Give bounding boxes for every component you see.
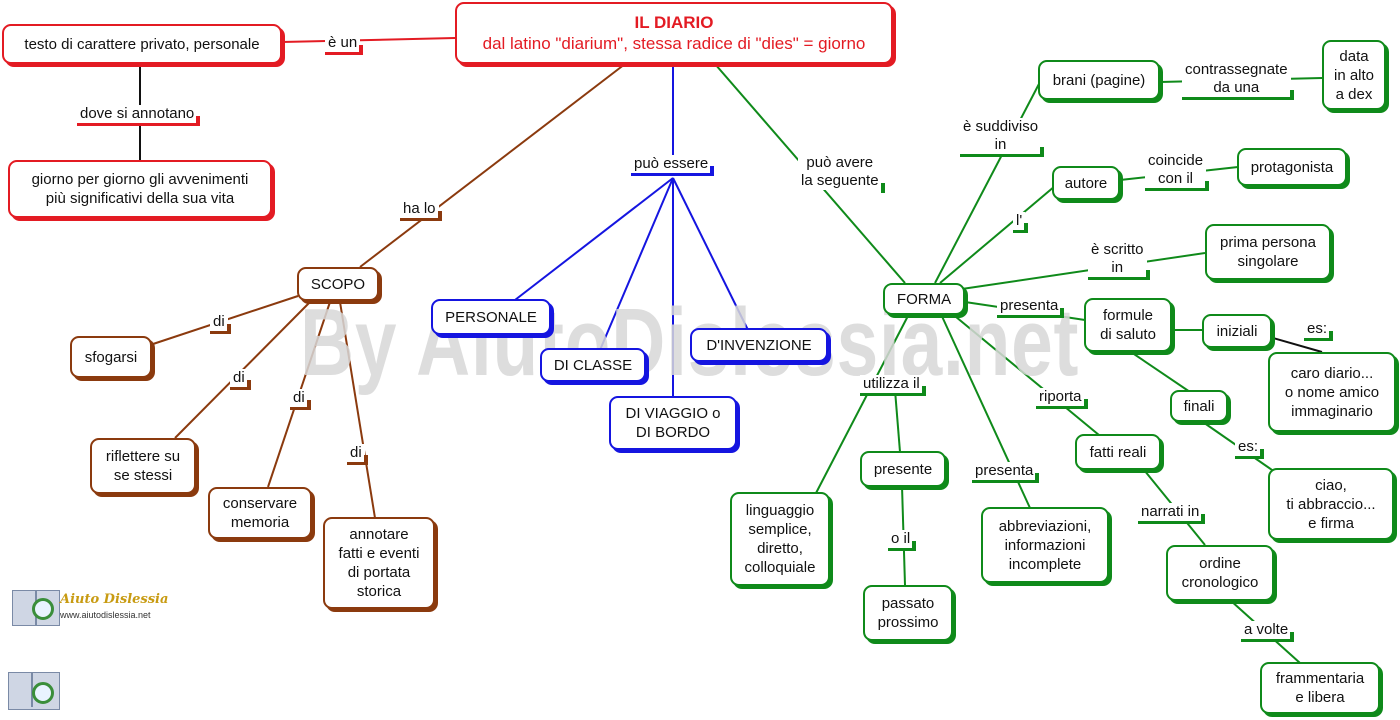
- node-passato[interactable]: passato prossimo: [863, 585, 953, 641]
- node-di-classe[interactable]: DI CLASSE: [540, 348, 646, 382]
- link-es-finali: es:: [1235, 438, 1265, 459]
- link-contrassegnate: contrassegnate da una: [1182, 61, 1294, 100]
- node-brani[interactable]: brani (pagine): [1038, 60, 1160, 100]
- node-riflettere[interactable]: riflettere su se stessi: [90, 438, 196, 494]
- node-testo[interactable]: testo di carattere privato, personale: [2, 24, 282, 64]
- node-data[interactable]: data in alto a dex: [1322, 40, 1386, 110]
- node-linguaggio[interactable]: linguaggio semplice, diretto, colloquial…: [730, 492, 830, 586]
- node-scopo[interactable]: SCOPO: [297, 267, 379, 301]
- magnifier-icon: [32, 682, 54, 704]
- node-fatti-reali[interactable]: fatti reali: [1075, 434, 1161, 470]
- link-presenta-formule: presenta: [997, 297, 1065, 318]
- node-frammentaria[interactable]: frammentaria e libera: [1260, 662, 1380, 714]
- link-riporta: riporta: [1036, 388, 1088, 409]
- node-forma[interactable]: FORMA: [883, 283, 965, 315]
- aiutodislessia-logo-small: [6, 668, 66, 712]
- magnifier-icon: [32, 598, 54, 620]
- title-node[interactable]: IL DIARIO dal latino "diarium", stessa r…: [455, 2, 893, 64]
- node-invenzione[interactable]: D'INVENZIONE: [690, 328, 828, 362]
- node-prima-persona[interactable]: prima persona singolare: [1205, 224, 1331, 280]
- node-giorno[interactable]: giorno per giorno gli avvenimenti più si…: [8, 160, 272, 218]
- node-ciao[interactable]: ciao, ti abbraccio... e firma: [1268, 468, 1394, 540]
- link-e-un: è un: [325, 34, 364, 55]
- node-autore[interactable]: autore: [1052, 166, 1120, 200]
- node-caro-diario[interactable]: caro diario... o nome amico immaginario: [1268, 352, 1396, 432]
- link-e-suddiviso: è suddiviso in: [960, 118, 1045, 157]
- node-presente[interactable]: presente: [860, 451, 946, 487]
- link-puo-avere: può avere la seguente: [798, 154, 885, 193]
- link-o-il: o il: [888, 530, 917, 551]
- link-di-riflettere: di: [230, 369, 251, 390]
- node-di-viaggio[interactable]: DI VIAGGIO o DI BORDO: [609, 396, 737, 450]
- link-presenta-abbreviazioni: presenta: [972, 462, 1040, 483]
- link-di-annotare: di: [347, 444, 368, 465]
- node-protagonista[interactable]: protagonista: [1237, 148, 1347, 186]
- node-annotare[interactable]: annotare fatti e eventi di portata stori…: [323, 517, 435, 609]
- logo-url: www.aiutodislessia.net: [60, 610, 151, 620]
- link-e-scritto: è scritto in: [1088, 241, 1150, 280]
- link-di-sfogarsi: di: [210, 313, 231, 334]
- link-l: l': [1013, 212, 1029, 233]
- link-a-volte: a volte: [1241, 621, 1295, 642]
- node-formule[interactable]: formule di saluto: [1084, 298, 1172, 352]
- link-utilizza-il: utilizza il: [860, 375, 926, 396]
- link-dove-si-annotano: dove si annotano: [77, 105, 201, 126]
- link-es-iniziali: es:: [1304, 320, 1334, 341]
- node-sfogarsi[interactable]: sfogarsi: [70, 336, 152, 378]
- node-ordine[interactable]: ordine cronologico: [1166, 545, 1274, 601]
- link-coincide: coincide con il: [1145, 152, 1210, 191]
- title-subtitle: dal latino "diarium", stessa radice di "…: [482, 34, 866, 53]
- link-ha-lo: ha lo: [400, 200, 442, 221]
- node-finali[interactable]: finali: [1170, 390, 1228, 422]
- node-personale[interactable]: PERSONALE: [431, 299, 551, 335]
- node-iniziali[interactable]: iniziali: [1202, 314, 1272, 348]
- node-abbreviazioni[interactable]: abbreviazioni, informazioni incomplete: [981, 507, 1109, 583]
- node-conservare[interactable]: conservare memoria: [208, 487, 312, 539]
- link-di-conservare: di: [290, 389, 311, 410]
- logo-name: Aiuto Dislessia: [60, 592, 169, 607]
- link-puo-essere: può essere: [631, 155, 715, 176]
- aiutodislessia-logo: Aiuto Dislessia www.aiutodislessia.net: [10, 588, 170, 626]
- link-narrati-in: narrati in: [1138, 503, 1206, 524]
- title-main: IL DIARIO: [634, 13, 714, 32]
